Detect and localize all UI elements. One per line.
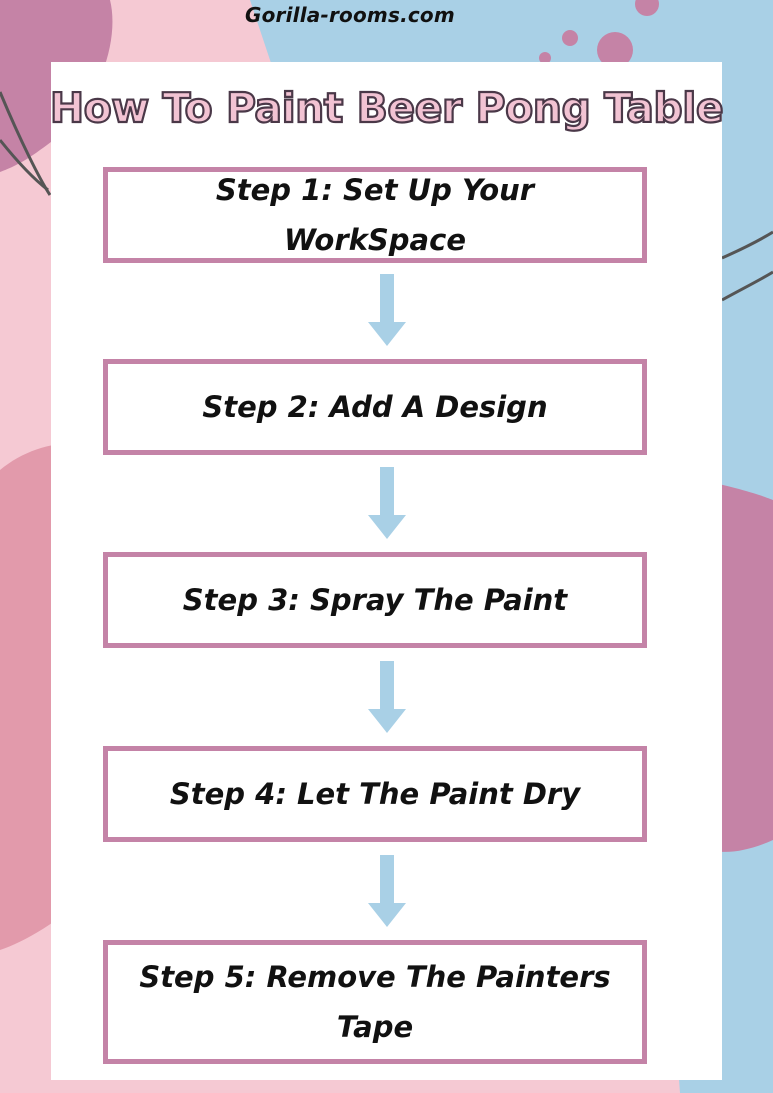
step-2-box: Step 2: Add A Design <box>103 359 647 455</box>
down-arrow-icon <box>368 274 406 346</box>
step-4-label: Step 4: Let The Paint Dry <box>169 777 581 811</box>
step-1-label: Step 1: Set Up Your WorkSpace <box>215 173 535 257</box>
step-3-label: Step 3: Spray The Paint <box>182 583 568 617</box>
down-arrow-icon <box>368 467 406 539</box>
step-2-label: Step 2: Add A Design <box>202 390 548 424</box>
step-5-label: Step 5: Remove The Painters Tape <box>139 960 611 1044</box>
site-name: Gorilla-rooms.com <box>245 3 455 27</box>
step-4-box: Step 4: Let The Paint Dry <box>103 746 647 842</box>
down-arrow-icon <box>368 661 406 733</box>
step-5-box: Step 5: Remove The Painters Tape <box>103 940 647 1064</box>
step-1-box: Step 1: Set Up Your WorkSpace <box>103 167 647 263</box>
page-title: How To Paint Beer Pong Table <box>49 83 725 133</box>
down-arrow-icon <box>368 855 406 927</box>
step-3-box: Step 3: Spray The Paint <box>103 552 647 648</box>
